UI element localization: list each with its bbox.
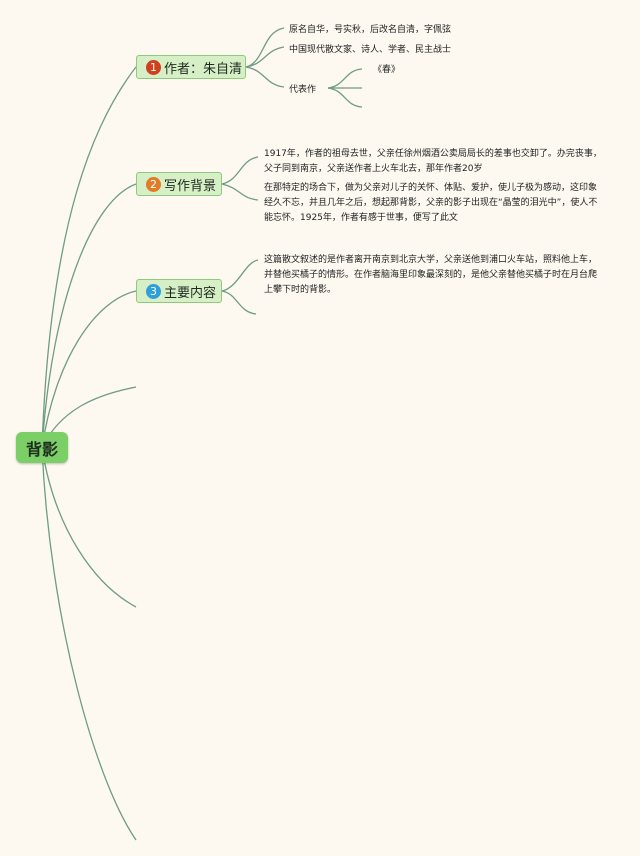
- branch-content[interactable]: 3 主要内容: [136, 279, 222, 303]
- root-label: 背影: [25, 439, 58, 459]
- link-root-empty-2: [41, 447, 137, 608]
- branch-author[interactable]: 1 作者：朱自清: [136, 55, 246, 79]
- link-author-identity: [245, 46, 285, 68]
- link-author-works: [245, 66, 285, 88]
- link-root-empty-3: [41, 447, 137, 841]
- root-node[interactable]: 背影: [16, 432, 68, 463]
- link-content-p1-top: [221, 259, 259, 292]
- link-works-3: [327, 87, 363, 108]
- link-works-1: [327, 68, 363, 89]
- link-background-p2: [221, 183, 259, 201]
- author-identity-node[interactable]: 中国现代散文家、诗人、学者、民主战士: [289, 45, 452, 55]
- author-works-node[interactable]: 代表作: [289, 85, 317, 95]
- branch-content-label: 主要内容: [164, 285, 217, 301]
- number-badge: 3: [146, 283, 161, 299]
- branch-author-label: 作者：朱自清: [164, 61, 243, 77]
- works-item-spring[interactable]: 《春》: [373, 65, 401, 75]
- link-root-content: [41, 290, 137, 449]
- link-root-author: [41, 66, 137, 449]
- link-background-p1: [221, 156, 259, 185]
- branch-background[interactable]: 2 写作背景: [136, 172, 222, 196]
- background-p2-node[interactable]: 在那特定的场合下，做为父亲对儿子的关怀、体贴、爱护，使儿子极为感动，这印象经久不…: [264, 183, 598, 223]
- link-root-background: [41, 183, 137, 449]
- number-badge: 2: [146, 176, 161, 192]
- content-p1-node[interactable]: 这篇散文叙述的是作者离开南京到北京大学，父亲送他到浦口火车站，照料他上车，并替他…: [264, 255, 598, 295]
- branch-background-label: 写作背景: [164, 178, 217, 194]
- background-p1-node[interactable]: 1917年，作者的祖母去世，父亲任徐州烟酒公卖局局长的差事也交卸了。办完丧事，父…: [264, 149, 602, 174]
- link-content-p1: [221, 290, 257, 315]
- link-author-names: [245, 27, 285, 68]
- number-badge: 1: [146, 59, 161, 75]
- author-names-node[interactable]: 原名自华，号实秋，后改名自清，字佩弦: [289, 25, 452, 35]
